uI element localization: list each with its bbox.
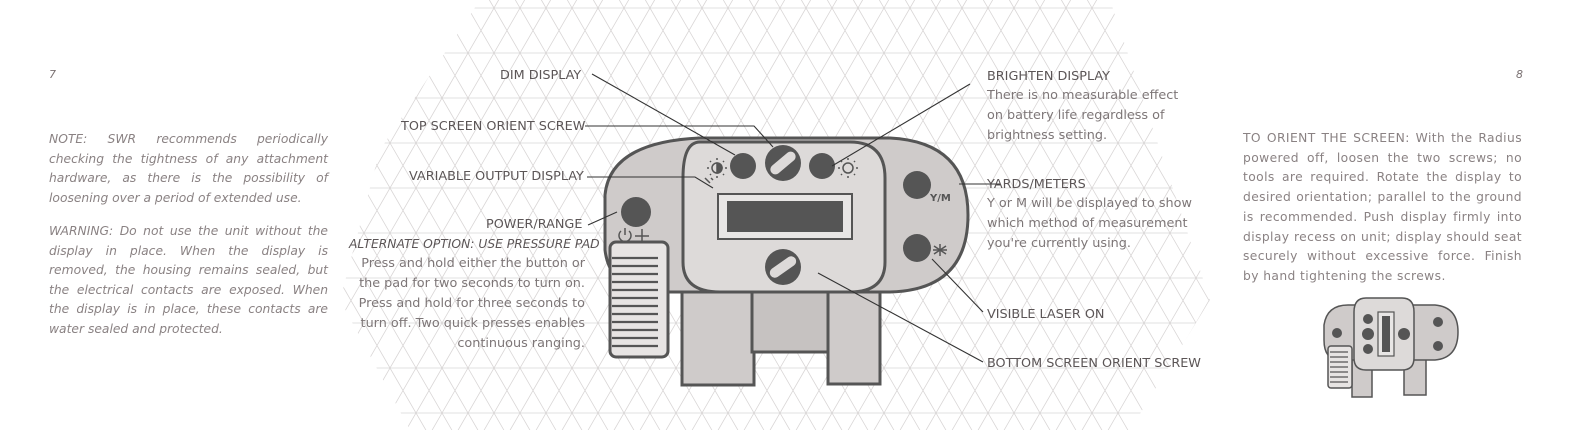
label-alternate-option: ALTERNATE OPTION: USE PRESSURE PAD — [349, 237, 600, 251]
laser-burst-icon — [933, 244, 947, 256]
device-foot-middle — [750, 288, 832, 354]
label-yards-meters: YARDS/METERS — [987, 177, 1086, 192]
label-power-range: POWER/RANGE — [486, 217, 583, 232]
label-top-screen-orient-screw: TOP SCREEN ORIENT SCREW — [401, 119, 586, 134]
output-indicator-icon — [704, 177, 714, 184]
label-visible-laser-on: VISIBLE LASER ON — [987, 307, 1105, 322]
label-variable-output-display: VARIABLE OUTPUT DISPLAY — [409, 169, 584, 184]
dim-sun-icon — [707, 158, 727, 178]
brighten-description: There is no measurable effect on battery… — [987, 88, 1179, 143]
callout-lines — [585, 73, 1000, 363]
power-icon — [618, 228, 632, 243]
device-illustration — [603, 136, 970, 387]
label-brighten-display: BRIGHTEN DISPLAY — [987, 69, 1110, 84]
bottom-screw[interactable] — [765, 249, 801, 285]
power-button[interactable] — [621, 197, 651, 227]
dim-button[interactable] — [730, 153, 756, 179]
note-text: NOTE: SWR recommends periodically checki… — [49, 132, 328, 205]
laser-button[interactable] — [903, 234, 931, 262]
page-number-right: 8 — [1516, 68, 1523, 81]
label-bottom-screen-orient-screw: BOTTOM SCREEN ORIENT SCREW — [987, 356, 1201, 371]
yards-meters-button[interactable] — [903, 171, 931, 199]
orient-screen-instructions: TO ORIENT THE SCREEN: With the Radius po… — [1243, 131, 1522, 283]
label-dim-display: DIM DISPLAY — [500, 68, 582, 83]
device-foot-left — [680, 288, 756, 387]
ym-marking: Y/M — [929, 193, 951, 204]
page-number-left: 7 — [49, 68, 56, 81]
display-screen — [727, 201, 843, 232]
warning-text: WARNING: Do not use the unit without the… — [49, 224, 328, 336]
top-screw[interactable] — [765, 145, 801, 181]
power-description: Press and hold either the button or the … — [358, 256, 585, 351]
yards-meters-description: Y or M will be displayed to show which m… — [987, 196, 1192, 251]
adjustment-dial — [608, 240, 670, 359]
device-foot-right — [826, 288, 882, 386]
crosshair-icon — [635, 229, 649, 243]
thumbnail-device — [1323, 297, 1459, 398]
brighten-button[interactable] — [809, 153, 835, 179]
